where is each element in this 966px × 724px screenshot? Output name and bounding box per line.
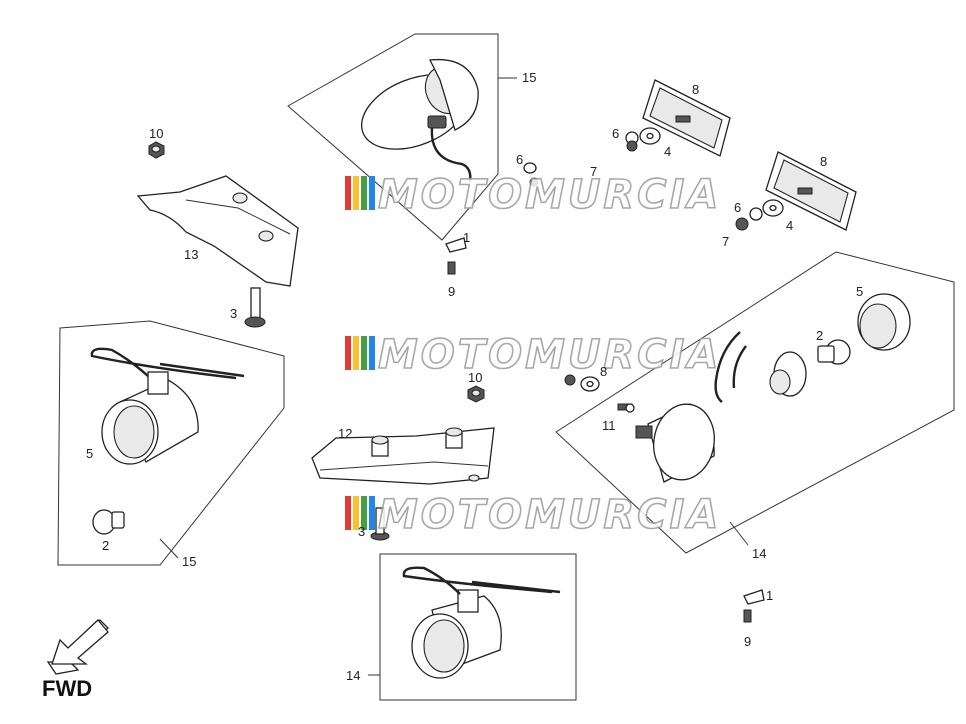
bracket-13 (136, 175, 299, 287)
screw-11 (617, 403, 635, 413)
watermark-stripe (361, 176, 367, 210)
turn-signal-lamp-bottom (402, 566, 561, 679)
watermark-stripe (369, 176, 375, 210)
bulb-right (817, 339, 851, 365)
washer-nut-set-top-center (523, 162, 539, 187)
callout-5-a: 5 (86, 446, 93, 461)
clip-1-upper (445, 237, 467, 275)
callout-12: 12 (338, 426, 352, 441)
panel-left-turn-signal (57, 320, 285, 566)
bulb-socket-right (714, 331, 807, 403)
callout-9-b: 9 (744, 634, 751, 649)
bulb-left (92, 509, 125, 535)
callout-4-b: 4 (786, 218, 793, 233)
forward-arrow (46, 619, 109, 675)
lens-ring-5-right (857, 293, 911, 351)
callout-3-a: 3 (230, 306, 237, 321)
watermark-stripe (369, 336, 375, 370)
callout-7-a: 7 (590, 164, 597, 179)
callout-8-c: 8 (600, 364, 607, 379)
nut-10-upper (148, 141, 165, 159)
watermark-stripe (369, 496, 375, 530)
turn-signal-lamp-top (360, 58, 479, 183)
watermark-stripe (353, 176, 359, 210)
callout-2-a: 2 (102, 538, 109, 553)
callout-labels: 15 8 8 6 6 6 4 4 7 7 10 10 13 1 1 9 9 3 … (86, 70, 863, 683)
fwd-label: FWD (42, 676, 92, 701)
callout-15-top: 15 (522, 70, 536, 85)
washer-nut-set-center (564, 374, 600, 392)
panel-bottom-turn-signal (368, 553, 577, 701)
watermark-bottom: MOTOMURCIA (345, 491, 721, 539)
turn-signal-lamp-left (90, 347, 245, 465)
watermark-stripe (353, 336, 359, 370)
panel-top-turn-signal (287, 33, 517, 241)
callout-8-a: 8 (692, 82, 699, 97)
nut-10-center (467, 385, 485, 403)
bolt-3-lower (370, 507, 390, 541)
callout-3-b: 3 (358, 524, 365, 539)
callout-8-b: 8 (820, 154, 827, 169)
callout-4-a: 4 (664, 144, 671, 159)
callout-5-b: 5 (856, 284, 863, 299)
watermark-middle: MOTOMURCIA (345, 331, 721, 379)
watermark-stripe (345, 496, 351, 530)
callout-1-b: 1 (766, 588, 773, 603)
callout-1-a: 1 (463, 230, 470, 245)
washer-nut-set-lower (735, 199, 784, 231)
reflector-upper (642, 79, 731, 157)
turn-signal-lamp-right (635, 403, 715, 483)
callout-15-left: 15 (182, 554, 196, 569)
watermark-text: MOTOMURCIA (378, 492, 721, 538)
panel-right-turn-signal (555, 251, 955, 554)
callout-14-right: 14 (752, 546, 766, 561)
watermark-stripe (361, 496, 367, 530)
callout-6-b: 6 (734, 200, 741, 215)
callout-6-a: 6 (612, 126, 619, 141)
callout-10-a: 10 (149, 126, 163, 141)
watermark-text: MOTOMURCIA (378, 332, 721, 378)
watermark-top: MOTOMURCIA (345, 171, 721, 219)
watermark-stripe (361, 336, 367, 370)
callout-14-bottom: 14 (346, 668, 360, 683)
reflector-lower (765, 151, 857, 231)
clip-1-lower (743, 589, 765, 623)
watermark-stripe (353, 496, 359, 530)
callout-9-a: 9 (448, 284, 455, 299)
watermark-text: MOTOMURCIA (378, 172, 721, 218)
bracket-12 (311, 427, 495, 485)
callout-11: 11 (602, 418, 616, 433)
bolt-3-upper (244, 287, 266, 328)
callout-10-b: 10 (468, 370, 482, 385)
callout-6-c: 6 (516, 152, 523, 167)
watermark-stripe (345, 176, 351, 210)
washer-nut-set-upper (625, 127, 661, 152)
callout-7-b: 7 (722, 234, 729, 249)
watermark-stripe (345, 336, 351, 370)
callout-13: 13 (184, 247, 198, 262)
callout-2-b: 2 (816, 328, 823, 343)
